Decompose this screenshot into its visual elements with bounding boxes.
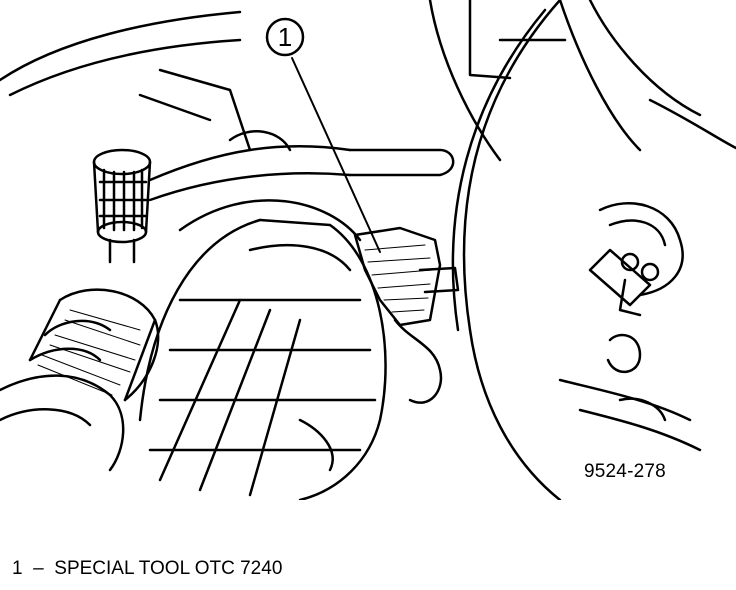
legend: 1 – SPECIAL TOOL OTC 7240 (12, 558, 282, 580)
special-tool-otc-7240 (353, 226, 460, 404)
figure-id: 9524-278 (584, 461, 666, 482)
fan-shroud (138, 199, 387, 500)
callout-number: 1 (278, 22, 292, 52)
legend-number: 1 (12, 558, 23, 579)
service-illustration: 1 (0, 0, 736, 500)
ac-lines (558, 202, 702, 452)
hose-shading (37, 309, 141, 396)
legend-text: SPECIAL TOOL OTC 7240 (54, 558, 283, 579)
callout-1: 1 (265, 17, 305, 57)
tool-shading (364, 244, 433, 313)
callout-leader (291, 57, 381, 253)
reservoir-cap (92, 148, 152, 264)
bracket-arm (138, 68, 455, 202)
fender-panel (451, 0, 562, 500)
engine-bay-outline (0, 0, 736, 162)
legend-separator: – (33, 558, 44, 579)
radiator-hose (0, 288, 160, 472)
